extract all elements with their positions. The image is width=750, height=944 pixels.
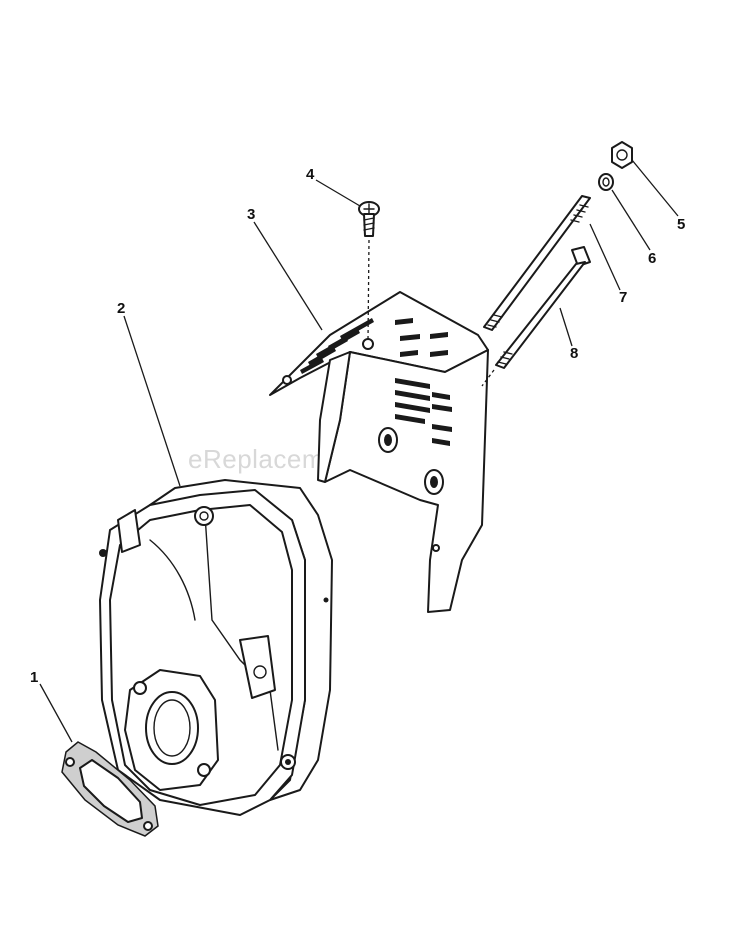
callout-8: 8 [570,345,578,362]
part-screw[interactable] [358,201,380,341]
part-long-stud[interactable] [483,195,591,331]
part-lock-washer[interactable] [598,173,614,191]
callout-3: 3 [247,206,255,223]
callout-6: 6 [648,250,656,267]
part-muffler-shield[interactable] [269,291,489,613]
callout-2: 2 [117,300,125,317]
callout-5: 5 [677,216,685,233]
callout-labels: 1 2 3 4 5 6 7 8 [30,166,685,686]
part-bolt[interactable] [481,246,591,387]
callout-7: 7 [619,289,627,306]
leader-lines [39,159,679,743]
callout-1: 1 [30,669,38,686]
callout-4: 4 [306,166,315,183]
part-nut[interactable] [611,141,633,169]
part-muffler[interactable] [99,479,333,816]
part-gasket[interactable] [61,741,159,837]
